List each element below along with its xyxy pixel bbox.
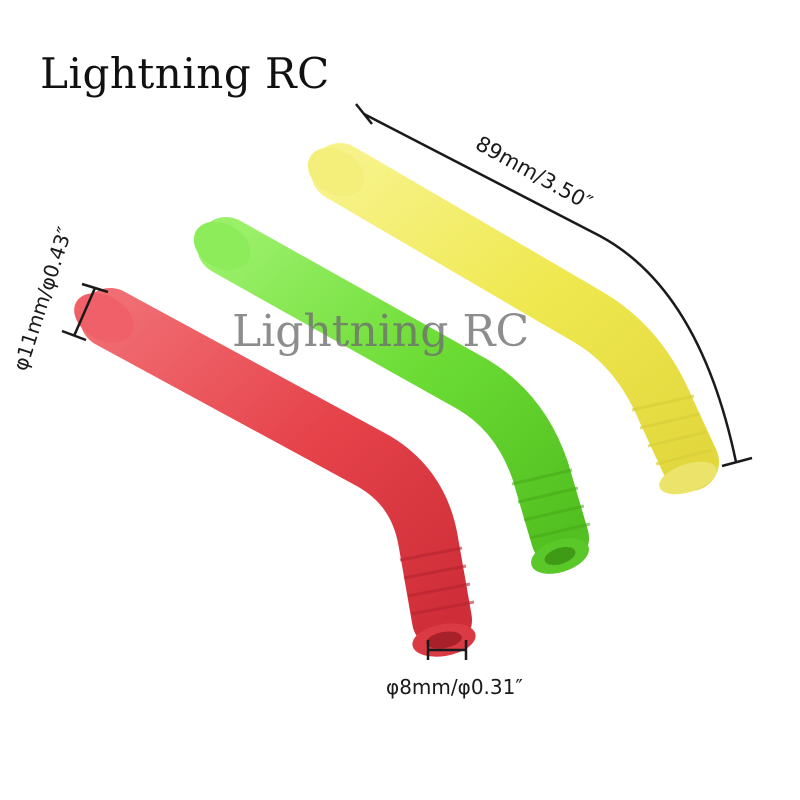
brand-logo-box: Lightning RC bbox=[32, 28, 338, 118]
outer-diameter-dimension-line bbox=[61, 282, 109, 342]
inner-diameter-dimension-line bbox=[426, 640, 468, 660]
inner-diameter-label: φ8mm/φ0.31″ bbox=[386, 675, 523, 699]
watermark: Lightning RC bbox=[232, 306, 530, 357]
yellow-tube bbox=[307, 143, 719, 495]
brand-title: Lightning RC bbox=[40, 48, 330, 98]
green-tube bbox=[193, 217, 591, 574]
length-dimension-line bbox=[355, 103, 753, 468]
outer-diameter-label: φ11mm/φ0.43″ bbox=[8, 224, 77, 374]
